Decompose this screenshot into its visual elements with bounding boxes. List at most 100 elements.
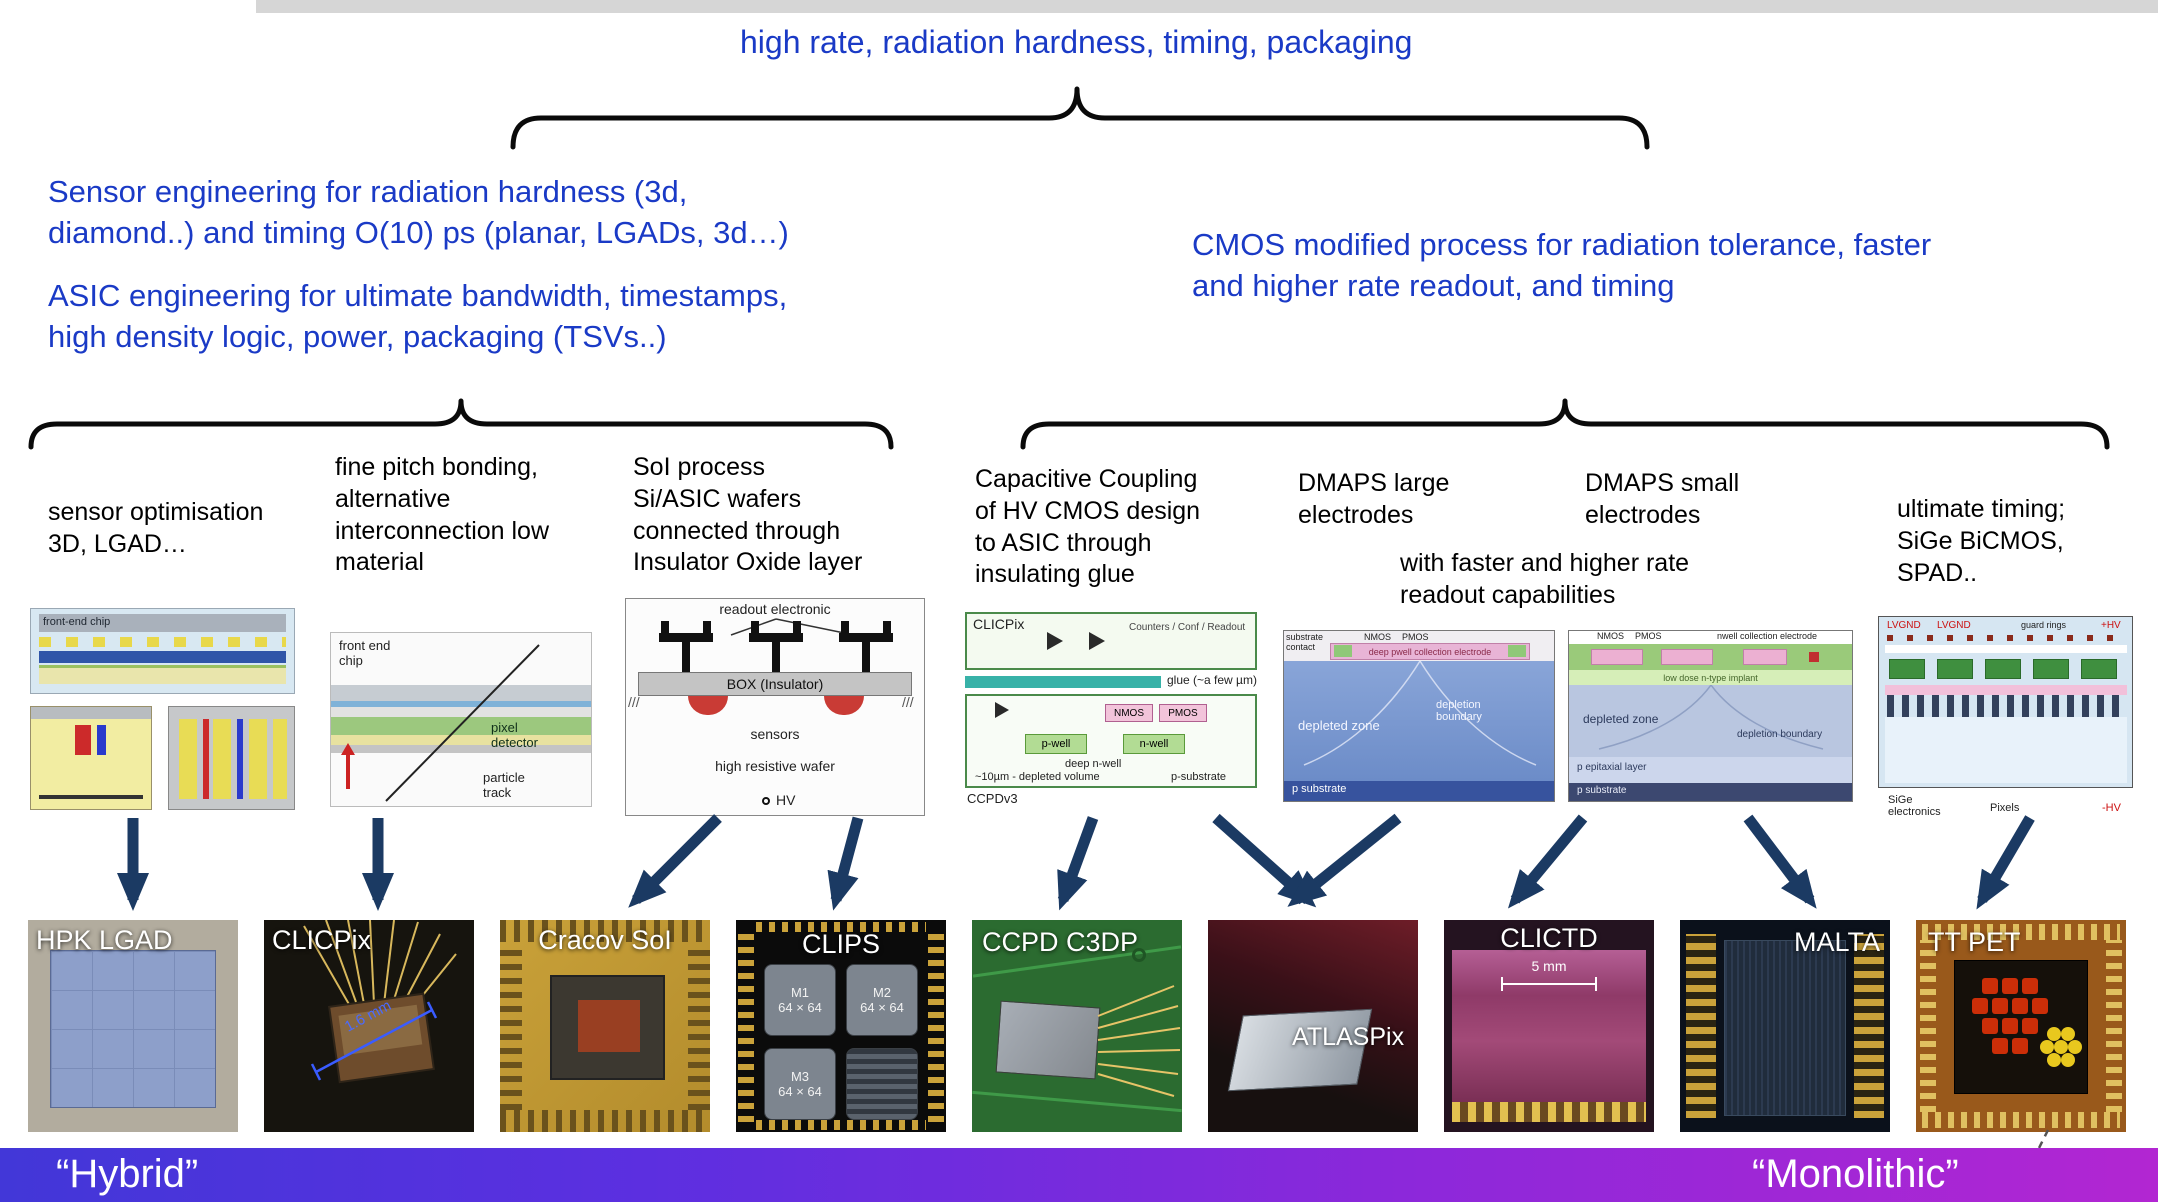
depletion-boundary-label: depletion boundary <box>1436 699 1482 724</box>
photo-label: CLICTD <box>1500 923 1598 953</box>
backside-layer <box>331 745 591 753</box>
pmos-box: PMOS <box>1159 704 1207 722</box>
branch-dmaps-small: DMAPS small electrodes <box>1585 469 1740 529</box>
pad-row <box>1452 1102 1646 1122</box>
column-electrode <box>237 719 243 799</box>
oxide-strip <box>1885 645 2127 653</box>
sensor-implant <box>688 696 728 715</box>
soi-die <box>578 1000 640 1052</box>
well-block <box>1508 645 1526 657</box>
soi-contact <box>793 621 801 633</box>
nmos-label: NMOS <box>1114 707 1144 719</box>
column-electrode <box>203 719 209 799</box>
branch-capacitive-coupling: Capacitive Coupling of HV CMOS design to… <box>975 465 1201 589</box>
bump-bonds-row <box>39 637 286 647</box>
front-end-chip-label: front-end chip <box>43 616 111 628</box>
branch-soi-process: SoI process Si/ASIC wafers connected thr… <box>633 453 863 577</box>
photo-clips: M1 64 × 64 M2 64 × 64 M3 64 × 64 CLIPS <box>736 920 946 1132</box>
footer-hybrid-label: “Hybrid” <box>56 1152 199 1196</box>
soi-contact <box>883 621 891 633</box>
pixels-label: Pixels <box>1990 802 2020 814</box>
intro-cmos-process: CMOS modified process for radiation tole… <box>1192 227 1932 303</box>
deep-pwell-band: deep pwell collection electrode <box>1330 643 1530 660</box>
pad-column <box>2106 940 2122 1112</box>
soi-contact <box>661 621 669 633</box>
p-substrate-label: p substrate <box>1577 785 1627 796</box>
photo-tt-pet: TT PET <box>1916 920 2126 1132</box>
malta-chip <box>1724 940 1846 1116</box>
branch-dmaps-note: with faster and higher rate readout capa… <box>1400 549 1690 609</box>
pmos-label: PMOS <box>1168 707 1198 719</box>
pwell-block <box>1661 649 1713 665</box>
branch-dmaps-large: DMAPS large electrodes <box>1298 469 1450 529</box>
pixel-detector-label: pixel detector <box>491 720 538 750</box>
implant-strip <box>1885 685 2127 695</box>
pad-column <box>1686 934 1716 1118</box>
p-substrate-strip: p substrate <box>1569 783 1852 801</box>
intro-asic-engineering: ASIC engineering for ultimate bandwidth,… <box>48 278 788 354</box>
sensors-label: sensors <box>750 726 800 742</box>
substrate-layer <box>331 735 591 745</box>
pixel-comb <box>1887 695 2125 717</box>
pixel-detector-layer <box>331 717 591 735</box>
depleted-volume-label: ~10µm - depleted volume <box>975 771 1100 783</box>
depletion-boundary-label: depletion boundary <box>1737 729 1823 740</box>
window-top-strip <box>256 0 2158 13</box>
sige-block <box>1889 659 1925 679</box>
hatch-left: /// <box>628 694 640 710</box>
brace-monolithic <box>1020 398 2110 450</box>
pad-row <box>756 922 926 932</box>
page-title: high rate, radiation hardness, timing, p… <box>740 24 1413 60</box>
column-electrode <box>249 719 267 799</box>
photo-malta: MALTA <box>1680 920 1890 1132</box>
tt-pet-die <box>1954 960 2088 1094</box>
hv-label: HV <box>776 792 796 808</box>
red-arrow-head <box>341 743 355 755</box>
soi-transistor <box>839 633 893 642</box>
depleted-zone-label: depleted zone <box>1583 712 1659 726</box>
pad-row <box>688 942 710 1110</box>
matrix-m1: M1 64 × 64 <box>764 964 836 1036</box>
dmaps-large-bulk: depleted zone depletion boundary <box>1284 661 1554 781</box>
soi-transistor <box>749 633 803 642</box>
arrow-to-malta <box>1743 814 1817 909</box>
brace-hybrid <box>28 398 894 450</box>
interconnect-layer <box>331 701 591 707</box>
epitaxial-layer: p epitaxial layer <box>1569 757 1852 783</box>
matrix-m4 <box>846 1048 918 1120</box>
scale-annotation: 5 mm <box>1531 958 1567 974</box>
hv-top-label: +HV <box>2101 620 2121 631</box>
matrix-m2: M2 64 × 64 <box>846 964 918 1036</box>
column-electrode <box>273 719 287 799</box>
intro-sensor-engineering: Sensor engineering for radiation hardnes… <box>48 174 789 250</box>
bulk-region <box>1885 717 2127 783</box>
hv-bottom-label: -HV <box>2102 802 2121 814</box>
asic-layer <box>39 614 286 632</box>
column-electrode <box>213 719 231 799</box>
pad-column <box>1920 940 1936 1112</box>
p-substrate-strip: p substrate <box>1284 781 1554 801</box>
photo-hpk-lgad: HPK LGAD <box>28 920 238 1132</box>
wire-bonds <box>1097 985 1181 1097</box>
lvgnd-label: LVGND <box>1937 620 1971 631</box>
lvgnd-label: LVGND <box>1887 620 1921 631</box>
clictd-chip <box>1452 950 1646 1102</box>
dmaps-small-top-labels: NMOS PMOS nwell collection electrode <box>1569 631 1852 644</box>
pad-column <box>738 930 754 1122</box>
arrow-to-atlaspix-left <box>1212 813 1317 908</box>
pad-row <box>1922 924 2120 940</box>
guard-rings-label: guard rings <box>2021 620 2067 630</box>
photo-atlaspix: ATLASPix <box>1208 920 1418 1132</box>
scale-bracket <box>1501 977 1597 991</box>
front-end-chip-label: front end chip <box>339 638 391 668</box>
nwell-box: n-well <box>1123 734 1185 754</box>
pwell-block <box>1591 649 1643 665</box>
clicpix-photo-art: 1.6 mm <box>303 920 457 1084</box>
sige-cross-section: LVGND LVGND guard rings +HV <box>1878 616 2133 788</box>
p-substrate-label: p-substrate <box>1171 771 1227 783</box>
sensor-layer <box>39 651 286 663</box>
photo-label: CCPD C3DP <box>982 927 1139 957</box>
matrix-m1-label: M1 64 × 64 <box>778 985 822 1015</box>
particle-track-line <box>385 644 540 802</box>
readout-text: Counters / Conf / Readout <box>1129 622 1246 633</box>
